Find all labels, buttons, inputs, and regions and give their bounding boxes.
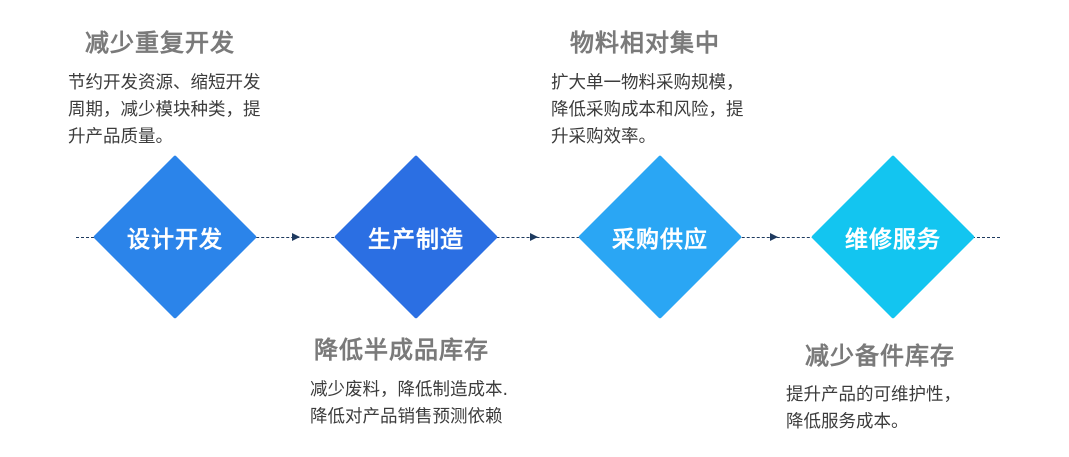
description-line: 升采购效率。: [551, 127, 656, 147]
description-line: 节约开发资源、缩短开发: [68, 73, 261, 93]
description-line: 周期，减少模块种类，提: [68, 100, 261, 120]
description-line: 降低采购成本和风险，提: [551, 100, 744, 120]
stage-maintenance-service: 维修服务: [810, 154, 976, 320]
benefit-heading: 降低半成品库存: [314, 336, 489, 364]
benefit-description: 提升产品的可维护性， 降低服务成本。: [786, 382, 961, 436]
stage-procurement: 采购供应: [577, 154, 743, 320]
stage-label: 采购供应: [612, 227, 708, 253]
benefit-description: 扩大单一物料采购规模， 降低采购成本和风险，提 升采购效率。: [551, 70, 744, 151]
description-line: 减少废料，降低制造成本.: [310, 380, 509, 400]
stage-design-development: 设计开发: [92, 154, 258, 320]
benefit-heading: 减少备件库存: [805, 342, 955, 370]
description-line: 降低对产品销售预测依赖: [310, 407, 503, 427]
flow-arrow-2: [530, 233, 538, 241]
description-line: 降低服务成本。: [786, 412, 909, 432]
stage-manufacturing: 生产制造: [333, 154, 499, 320]
description-line: 扩大单一物料采购规模，: [551, 73, 744, 93]
stage-label: 维修服务: [845, 227, 941, 253]
flow-arrow-1: [292, 233, 300, 241]
description-line: 升产品质量。: [68, 127, 173, 147]
benefit-description: 减少废料，降低制造成本. 降低对产品销售预测依赖: [310, 377, 508, 431]
flow-arrow-3: [770, 233, 778, 241]
stage-label: 生产制造: [368, 227, 464, 253]
benefit-description: 节约开发资源、缩短开发 周期，减少模块种类，提 升产品质量。: [68, 70, 261, 151]
benefit-heading: 减少重复开发: [85, 29, 235, 57]
benefit-heading: 物料相对集中: [570, 29, 720, 57]
process-flow-line: [76, 237, 1000, 238]
stage-label: 设计开发: [127, 227, 223, 253]
description-line: 提升产品的可维护性，: [786, 385, 961, 405]
